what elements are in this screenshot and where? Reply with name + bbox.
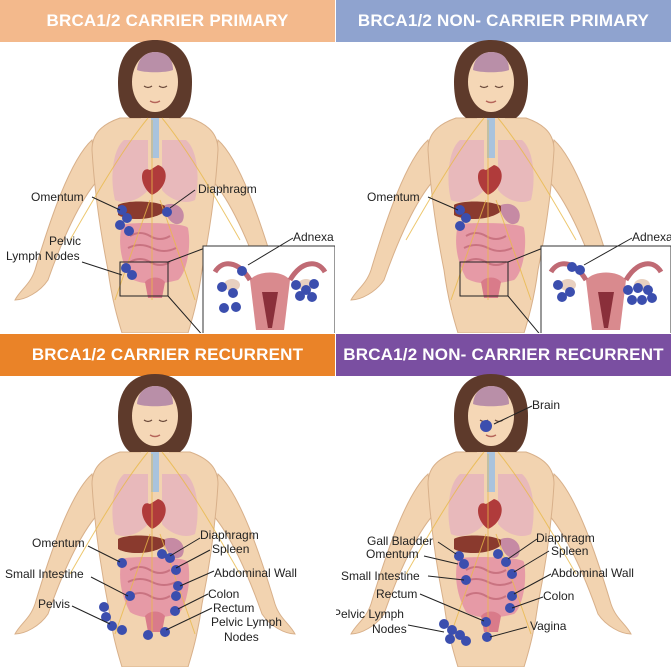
- label-abdominal-wall: Abdominal Wall: [551, 566, 634, 580]
- anatomy-figure: Brain Gall Bladder Omentum Small Intesti…: [336, 334, 671, 667]
- anatomy-figure: Omentum Small Intestine Pelvis Diaphragm…: [0, 334, 335, 667]
- panel-carrier-primary: BRCA1/2 CARRIER PRIMARY: [0, 0, 335, 333]
- label-small-intestine: Small Intestine: [341, 569, 420, 583]
- label-spleen: Spleen: [212, 542, 249, 556]
- label-abdominal-wall: Abdominal Wall: [214, 566, 297, 580]
- label-omentum: Omentum: [366, 547, 419, 561]
- label-brain: Brain: [532, 398, 560, 412]
- label-diaphragm: Diaphragm: [198, 182, 257, 196]
- label-adnexa: Adnexa: [293, 230, 334, 244]
- label-omentum: Omentum: [32, 536, 85, 550]
- label-rectum: Rectum: [213, 601, 254, 615]
- label-rectum: Rectum: [376, 587, 417, 601]
- panel-noncarrier-recurrent: BRCA1/2 NON- CARRIER RECURRENT: [336, 334, 671, 667]
- label-pelvic-lymph: Pelvic Lymph: [211, 615, 282, 629]
- label-small-intestine: Small Intestine: [5, 567, 84, 581]
- label-omentum: Omentum: [31, 190, 84, 204]
- label-colon: Colon: [208, 587, 239, 601]
- panel-carrier-recurrent: BRCA1/2 CARRIER RECURRENT Omentum Small …: [0, 334, 335, 667]
- label-nodes: Nodes: [372, 622, 407, 636]
- label-pelvic: Pelvic: [49, 234, 81, 248]
- label-diaphragm: Diaphragm: [200, 528, 259, 542]
- label-omentum: Omentum: [367, 190, 420, 204]
- label-adnexa: Adnexa: [632, 230, 671, 244]
- label-colon: Colon: [543, 589, 574, 603]
- label-lymph-nodes: Lymph Nodes: [6, 249, 80, 263]
- label-pelvic-lymph: Pelvic Lymph: [336, 607, 404, 621]
- label-nodes: Nodes: [224, 630, 259, 644]
- label-pelvis: Pelvis: [38, 597, 70, 611]
- label-spleen: Spleen: [551, 544, 588, 558]
- label-gall-bladder: Gall Bladder: [367, 534, 433, 548]
- panel-noncarrier-primary: BRCA1/2 NON- CARRIER PRIMARY Omentum Adn…: [336, 0, 671, 333]
- label-vagina: Vagina: [530, 619, 567, 633]
- anatomy-figure: Omentum Adnexa: [336, 0, 671, 333]
- label-diaphragm: Diaphragm: [536, 531, 595, 545]
- anatomy-figure: Omentum Diaphragm Pelvic Lymph Nodes Adn…: [0, 0, 335, 333]
